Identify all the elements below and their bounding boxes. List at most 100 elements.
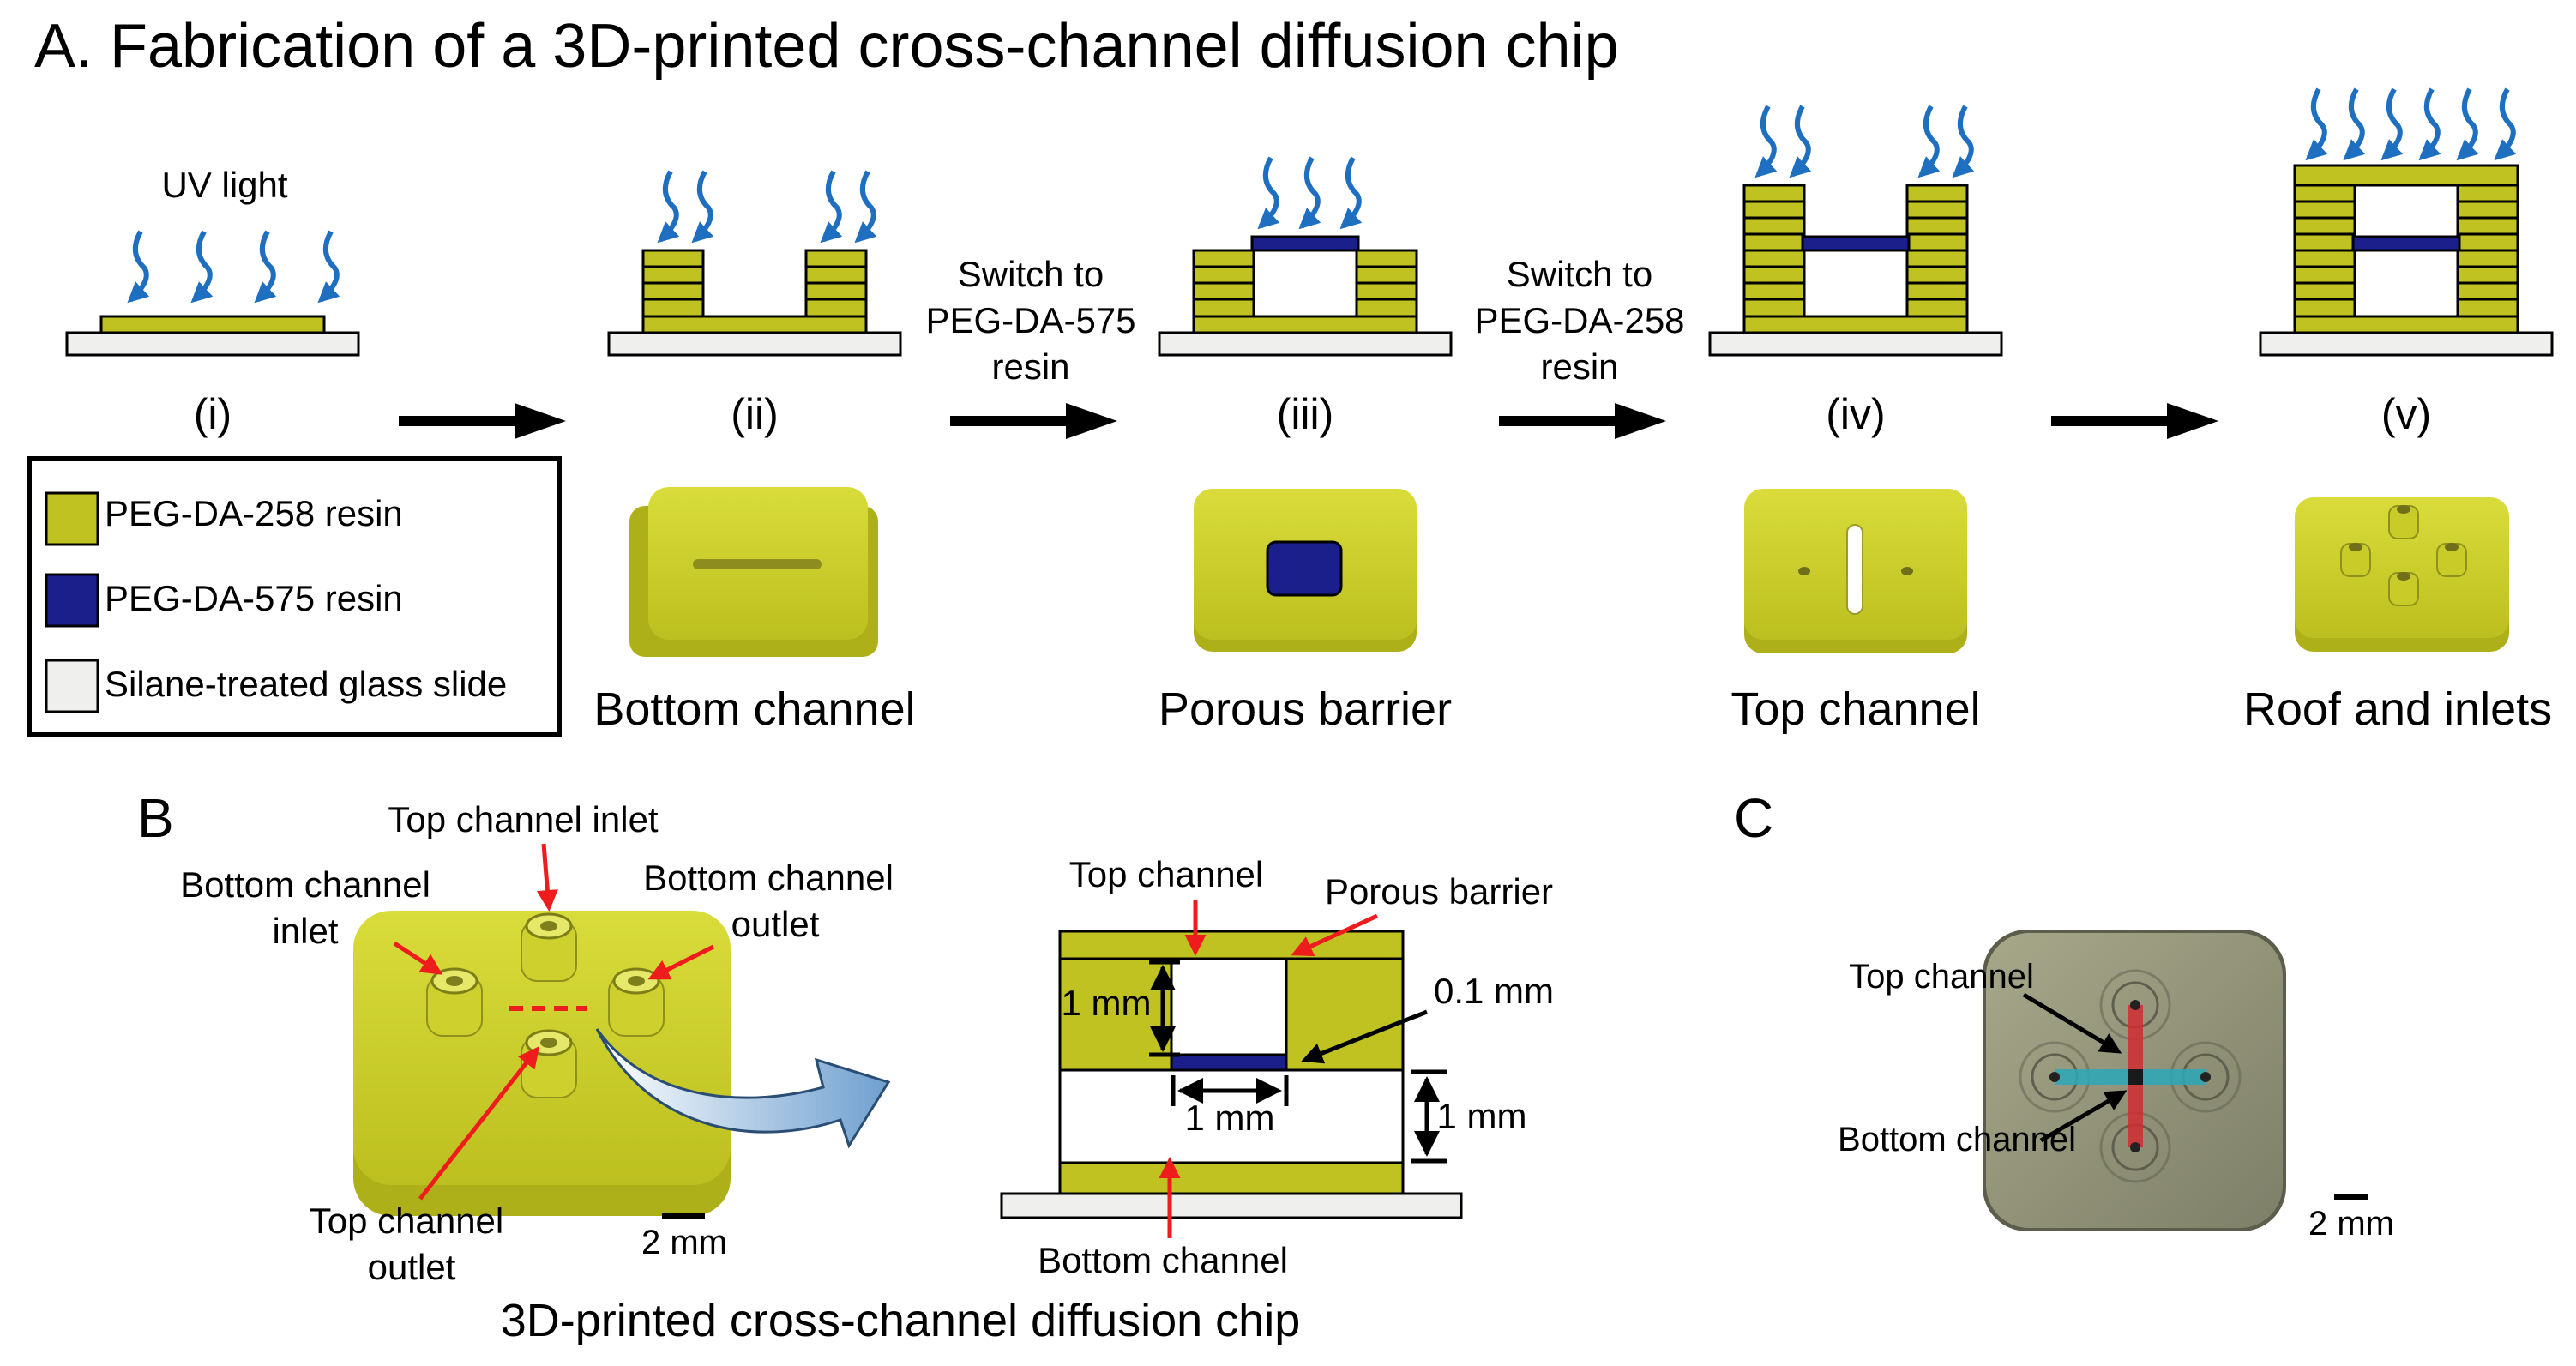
legend-swatch-575 bbox=[45, 573, 99, 628]
channel-overlap bbox=[2128, 1069, 2143, 1085]
label-top-channel-outlet: outlet bbox=[368, 1247, 456, 1287]
process-arrow bbox=[950, 403, 1117, 439]
photo-label-top-channel: Top channel bbox=[1849, 958, 2034, 996]
panel-b-letter: B bbox=[137, 787, 174, 849]
glass-slide bbox=[1708, 331, 2003, 357]
step-i-diagram bbox=[65, 230, 360, 357]
switch-line: resin bbox=[991, 346, 1069, 387]
dim-label-width: 1 mm bbox=[1185, 1098, 1275, 1138]
resin-base bbox=[1742, 315, 1969, 334]
uv-arrows bbox=[1257, 156, 1363, 230]
process-arrow bbox=[2051, 403, 2218, 439]
resin-pillar-left bbox=[1192, 249, 1255, 318]
legend-label-glass: Silane-treated glass slide bbox=[105, 664, 507, 704]
photo-label-bottom-channel: Bottom channel bbox=[1838, 1121, 2076, 1158]
uv-arrows bbox=[127, 230, 340, 304]
section-label-bottom-channel: Bottom channel bbox=[1038, 1240, 1288, 1280]
step-label-ii: (ii) bbox=[731, 390, 779, 438]
render-porous-barrier bbox=[1194, 489, 1417, 652]
render-label-porous-barrier: Porous barrier bbox=[1159, 683, 1452, 735]
render-label-roof-inlets: Roof and inlets bbox=[2243, 683, 2552, 735]
uv-arrows bbox=[2305, 87, 2517, 161]
uv-arrows bbox=[1754, 105, 1975, 178]
chip-3d-render bbox=[353, 911, 731, 1216]
dim-label-left: 1 mm bbox=[1062, 983, 1152, 1023]
resin-pillar-left bbox=[1742, 184, 1806, 318]
section-label-porous-barrier: Porous barrier bbox=[1325, 871, 1553, 912]
chip-photo bbox=[1983, 930, 2286, 1231]
resin-layer bbox=[99, 315, 326, 334]
step-ii-diagram bbox=[607, 170, 902, 357]
step-label-i: (i) bbox=[194, 390, 232, 438]
resin-pillar-right bbox=[2456, 184, 2519, 318]
chip-caption: 3D-printed cross-channel diffusion chip bbox=[501, 1295, 1301, 1346]
legend-swatch-glass bbox=[45, 659, 99, 713]
switch-line: resin bbox=[1540, 346, 1618, 387]
label-bottom-channel-inlet: inlet bbox=[272, 911, 338, 951]
cross-section bbox=[1000, 930, 1463, 1219]
label-bottom-channel-outlet: Bottom channel bbox=[643, 858, 894, 898]
resin-pillar-right bbox=[1905, 184, 1969, 318]
resin-pillar-right bbox=[804, 249, 868, 318]
switch-line: Switch to bbox=[958, 254, 1104, 294]
porous-barrier-layer bbox=[1801, 235, 1911, 252]
uv-arrows bbox=[657, 170, 877, 244]
glass-slide bbox=[607, 331, 902, 357]
scale-label: 2 mm bbox=[2308, 1205, 2394, 1243]
step-v-diagram bbox=[2259, 87, 2554, 357]
resin-pillar-left bbox=[641, 249, 705, 318]
cross-section-dimensions bbox=[1149, 960, 1447, 1164]
render-bottom-channel bbox=[629, 487, 878, 657]
step-label-iv: (iv) bbox=[1826, 390, 1885, 438]
render-top-channel bbox=[1744, 489, 1967, 653]
step-label-v: (v) bbox=[2381, 390, 2431, 438]
switch-line: PEG-DA-575 bbox=[925, 300, 1135, 340]
step-label-iii: (iii) bbox=[1277, 390, 1334, 438]
section-label-thickness: 0.1 mm bbox=[1434, 971, 1554, 1011]
roof-layer bbox=[1058, 930, 1405, 960]
section-pointer-arrows bbox=[1159, 900, 1428, 1238]
porous-barrier-layer bbox=[2351, 235, 2461, 252]
section-label-top-channel: Top channel bbox=[1069, 854, 1264, 894]
process-arrows bbox=[399, 403, 2218, 439]
label-bottom-channel-inlet: Bottom channel bbox=[180, 864, 430, 905]
panel-a-title: A. Fabrication of a 3D-printed cross-cha… bbox=[34, 12, 1619, 81]
resin-base bbox=[2293, 315, 2519, 334]
panel-b-red-arrows bbox=[393, 843, 715, 1201]
panel-c-pointer-arrows bbox=[2022, 992, 2128, 1143]
render-roof-inlets bbox=[2295, 497, 2509, 652]
legend-swatch-258 bbox=[45, 491, 99, 546]
porous-barrier-layer bbox=[1170, 1053, 1288, 1072]
switch-label-575: Switch to PEG-DA-575 resin bbox=[925, 254, 1135, 387]
dim-label-right: 1 mm bbox=[1437, 1096, 1527, 1136]
step-iii-diagram bbox=[1158, 156, 1453, 357]
render-label-top-channel: Top channel bbox=[1730, 683, 1980, 735]
zoom-arrow bbox=[595, 1028, 891, 1149]
panel-c-letter: C bbox=[1734, 787, 1773, 849]
legend-label-258: PEG-DA-258 resin bbox=[105, 493, 403, 533]
label-top-channel-outlet: Top channel bbox=[310, 1201, 504, 1241]
glass-slide bbox=[2259, 331, 2554, 357]
process-arrow bbox=[399, 403, 566, 439]
bottom-layer bbox=[1058, 1161, 1405, 1195]
resin-pillar-right bbox=[1355, 249, 1418, 318]
render-label-bottom-channel: Bottom channel bbox=[593, 683, 915, 735]
resin-base bbox=[641, 315, 868, 334]
glass-slide bbox=[1000, 1192, 1463, 1219]
switch-line: Switch to bbox=[1507, 254, 1652, 294]
uv-light-label: UV light bbox=[161, 165, 287, 205]
label-top-channel-inlet: Top channel inlet bbox=[388, 799, 659, 839]
resin-base bbox=[1192, 315, 1418, 334]
roof-layer bbox=[2293, 164, 2519, 187]
process-arrow bbox=[1499, 403, 1666, 439]
porous-barrier-layer bbox=[1250, 235, 1360, 252]
resin-pillar-left bbox=[2293, 184, 2356, 318]
scale-label: 2 mm bbox=[641, 1224, 727, 1261]
legend-box bbox=[27, 456, 562, 737]
legend-label-575: PEG-DA-575 resin bbox=[105, 578, 403, 618]
step-iv-diagram bbox=[1708, 105, 2003, 357]
glass-slide bbox=[65, 331, 360, 357]
middle-right bbox=[1285, 957, 1405, 1072]
switch-line: PEG-DA-258 bbox=[1474, 300, 1684, 340]
